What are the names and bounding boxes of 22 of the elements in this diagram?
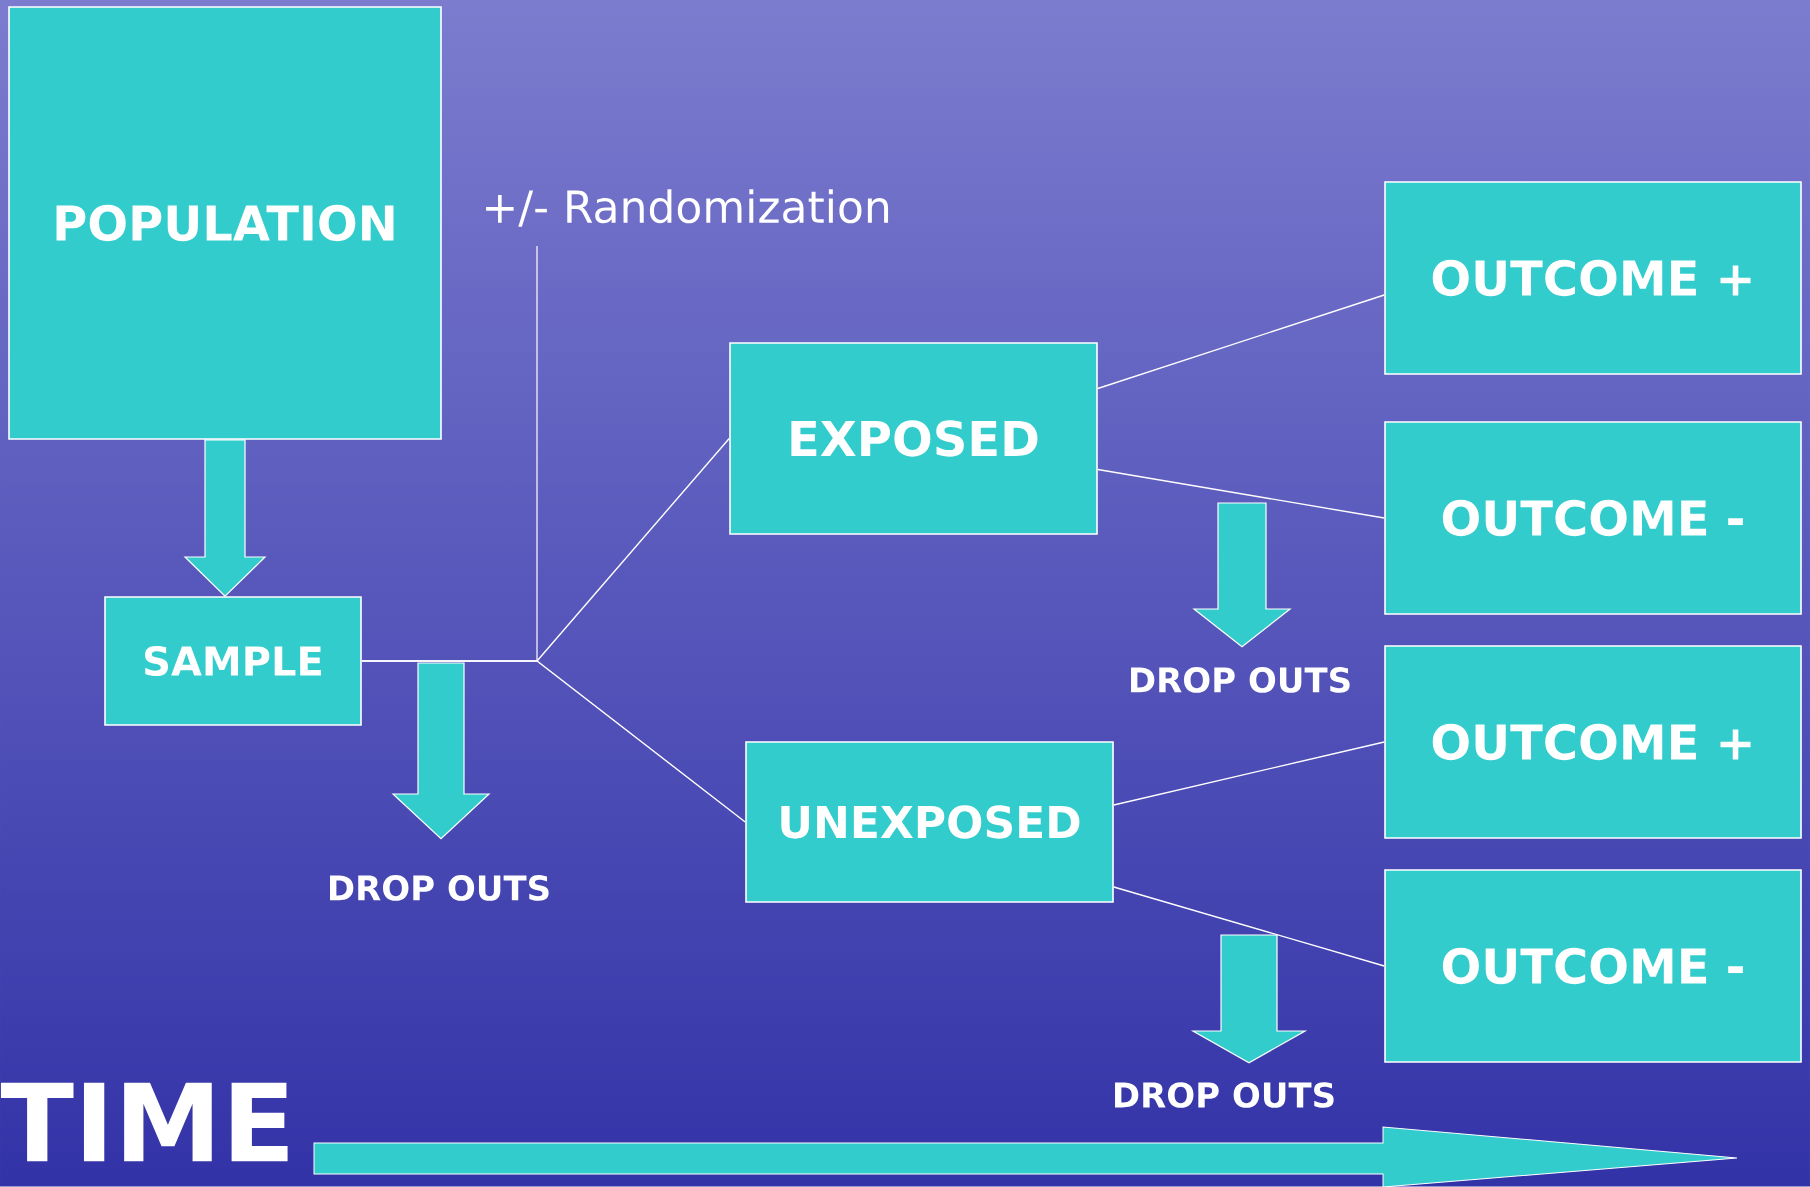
time-label: TIME	[0, 1082, 288, 1162]
dropout-label: DROP OUTS	[330, 875, 549, 901]
dropout-label: DROP OUTS	[1131, 667, 1350, 693]
randomization-label: +/- Randomization	[486, 189, 889, 227]
block-arrow	[183, 439, 267, 598]
connector-line	[1113, 886, 1385, 967]
block-arrow	[1192, 502, 1292, 648]
dropout-label: DROP OUTS	[1115, 1082, 1334, 1108]
block-arrow	[1190, 934, 1308, 1064]
process-box: SAMPLE	[104, 596, 362, 726]
connector-line	[1097, 294, 1385, 390]
process-box: OUTCOME -	[1384, 421, 1802, 615]
process-box: EXPOSED	[729, 342, 1098, 535]
connector-line	[361, 660, 746, 823]
block-arrow	[391, 662, 491, 840]
process-box: UNEXPOSED	[745, 741, 1114, 903]
process-box: OUTCOME +	[1384, 645, 1802, 839]
process-box: OUTCOME -	[1384, 869, 1802, 1063]
connector-line	[1097, 468, 1385, 519]
connector-line	[1113, 741, 1385, 806]
process-box: POPULATION	[8, 6, 442, 440]
process-box: OUTCOME +	[1384, 181, 1802, 375]
